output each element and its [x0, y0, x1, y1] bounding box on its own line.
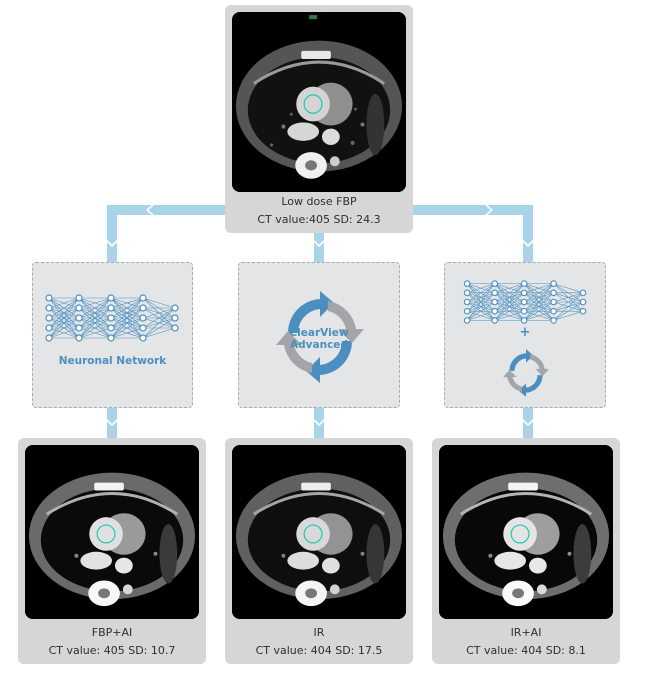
method-box-ai: Neuronal Network [32, 262, 193, 408]
neural-network-icon [463, 280, 587, 324]
neural-network-icon [45, 294, 179, 342]
scan-title: IR [313, 626, 325, 639]
chevron-down-icon [313, 240, 325, 247]
clearview-cycle-icon [276, 291, 364, 383]
clearview-cycle-icon [503, 349, 549, 397]
chevron-right-icon [485, 204, 493, 216]
scan-title: IR+AI [510, 626, 542, 639]
result-card-ir: IR CT value: 404 SD: 17.5 [225, 438, 413, 664]
chevron-down-icon [106, 419, 118, 426]
chevron-down-icon [313, 419, 325, 426]
scan-title: Low dose FBP [281, 195, 357, 208]
method-box-combined: + [444, 262, 606, 408]
chevron-down-icon [106, 240, 118, 247]
scan-stats: CT value: 405 SD: 10.7 [48, 644, 176, 657]
clearview-label-line1: ClearView [289, 327, 349, 339]
ct-scan-image [25, 445, 199, 619]
input-scan-card: Low dose FBP CT value:405 SD: 24.3 [225, 5, 413, 233]
chevron-left-icon [146, 204, 154, 216]
scan-stats: CT value:405 SD: 24.3 [257, 213, 381, 226]
chevron-down-icon [522, 419, 534, 426]
plus-sign: + [519, 325, 531, 340]
clearview-label-line2: Advanced [290, 339, 348, 351]
method-box-ir: ClearView Advanced [238, 262, 400, 408]
ct-scan-image [439, 445, 613, 619]
ct-scan-image [232, 12, 406, 192]
scan-stats: CT value: 404 SD: 8.1 [466, 644, 586, 657]
neural-network-label: Neuronal Network [58, 355, 167, 367]
scan-title: FBP+AI [91, 626, 133, 639]
scan-stats: CT value: 404 SD: 17.5 [255, 644, 383, 657]
result-card-fbp-ai: FBP+AI CT value: 405 SD: 10.7 [18, 438, 206, 664]
result-card-ir-ai: IR+AI CT value: 404 SD: 8.1 [432, 438, 620, 664]
ct-scan-image [232, 445, 406, 619]
chevron-down-icon [522, 240, 534, 247]
